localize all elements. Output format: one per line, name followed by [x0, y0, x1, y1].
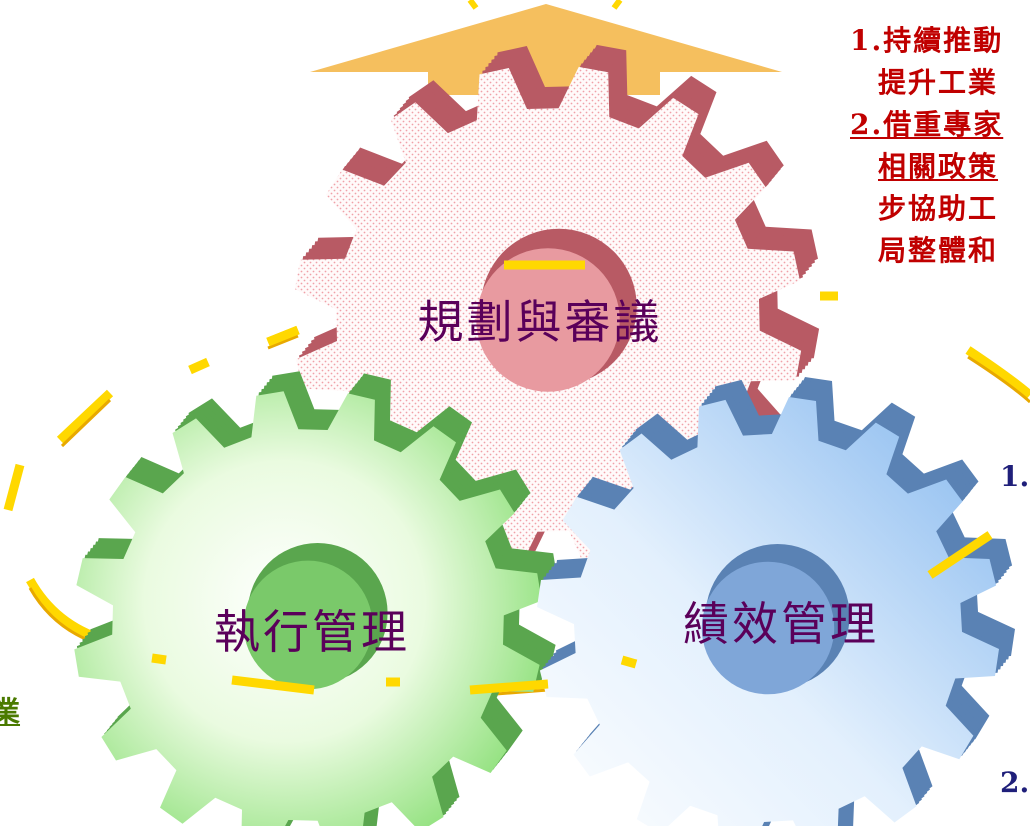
execution-note-stub: 業 — [0, 695, 21, 728]
planning-gear-label: 規劃與審議 — [418, 295, 663, 349]
note-line-1: 1.持續推動 — [850, 24, 1004, 57]
gear-planning-hub — [476, 248, 620, 392]
performance-note-1-marker: 1. — [1000, 460, 1030, 493]
execution-gear — [74, 371, 558, 826]
note-line-4: 相關政策 — [878, 150, 999, 183]
note-line-6: 局整體和 — [878, 234, 999, 267]
execution-gear-label: 執行管理 — [214, 605, 410, 659]
note-line-5: 步協助工 — [878, 192, 999, 225]
gear-execution-hub — [243, 560, 373, 690]
performance-gear-label: 績效管理 — [683, 597, 879, 651]
performance-note-2-marker: 2. — [1000, 766, 1030, 799]
note-line-2: 提升工業 — [878, 66, 999, 99]
gear-performance-hub — [701, 561, 835, 695]
performance-gear — [537, 377, 1015, 826]
planning-notes: 1.持續推動 提升工業 2.借重專家 相關政策 步協助工 局整體和 — [850, 20, 1003, 272]
note-line-3: 2.借重專家 — [850, 108, 1004, 141]
cycle-dash-front — [151, 260, 993, 695]
up-arrow-icon — [310, 0, 782, 95]
